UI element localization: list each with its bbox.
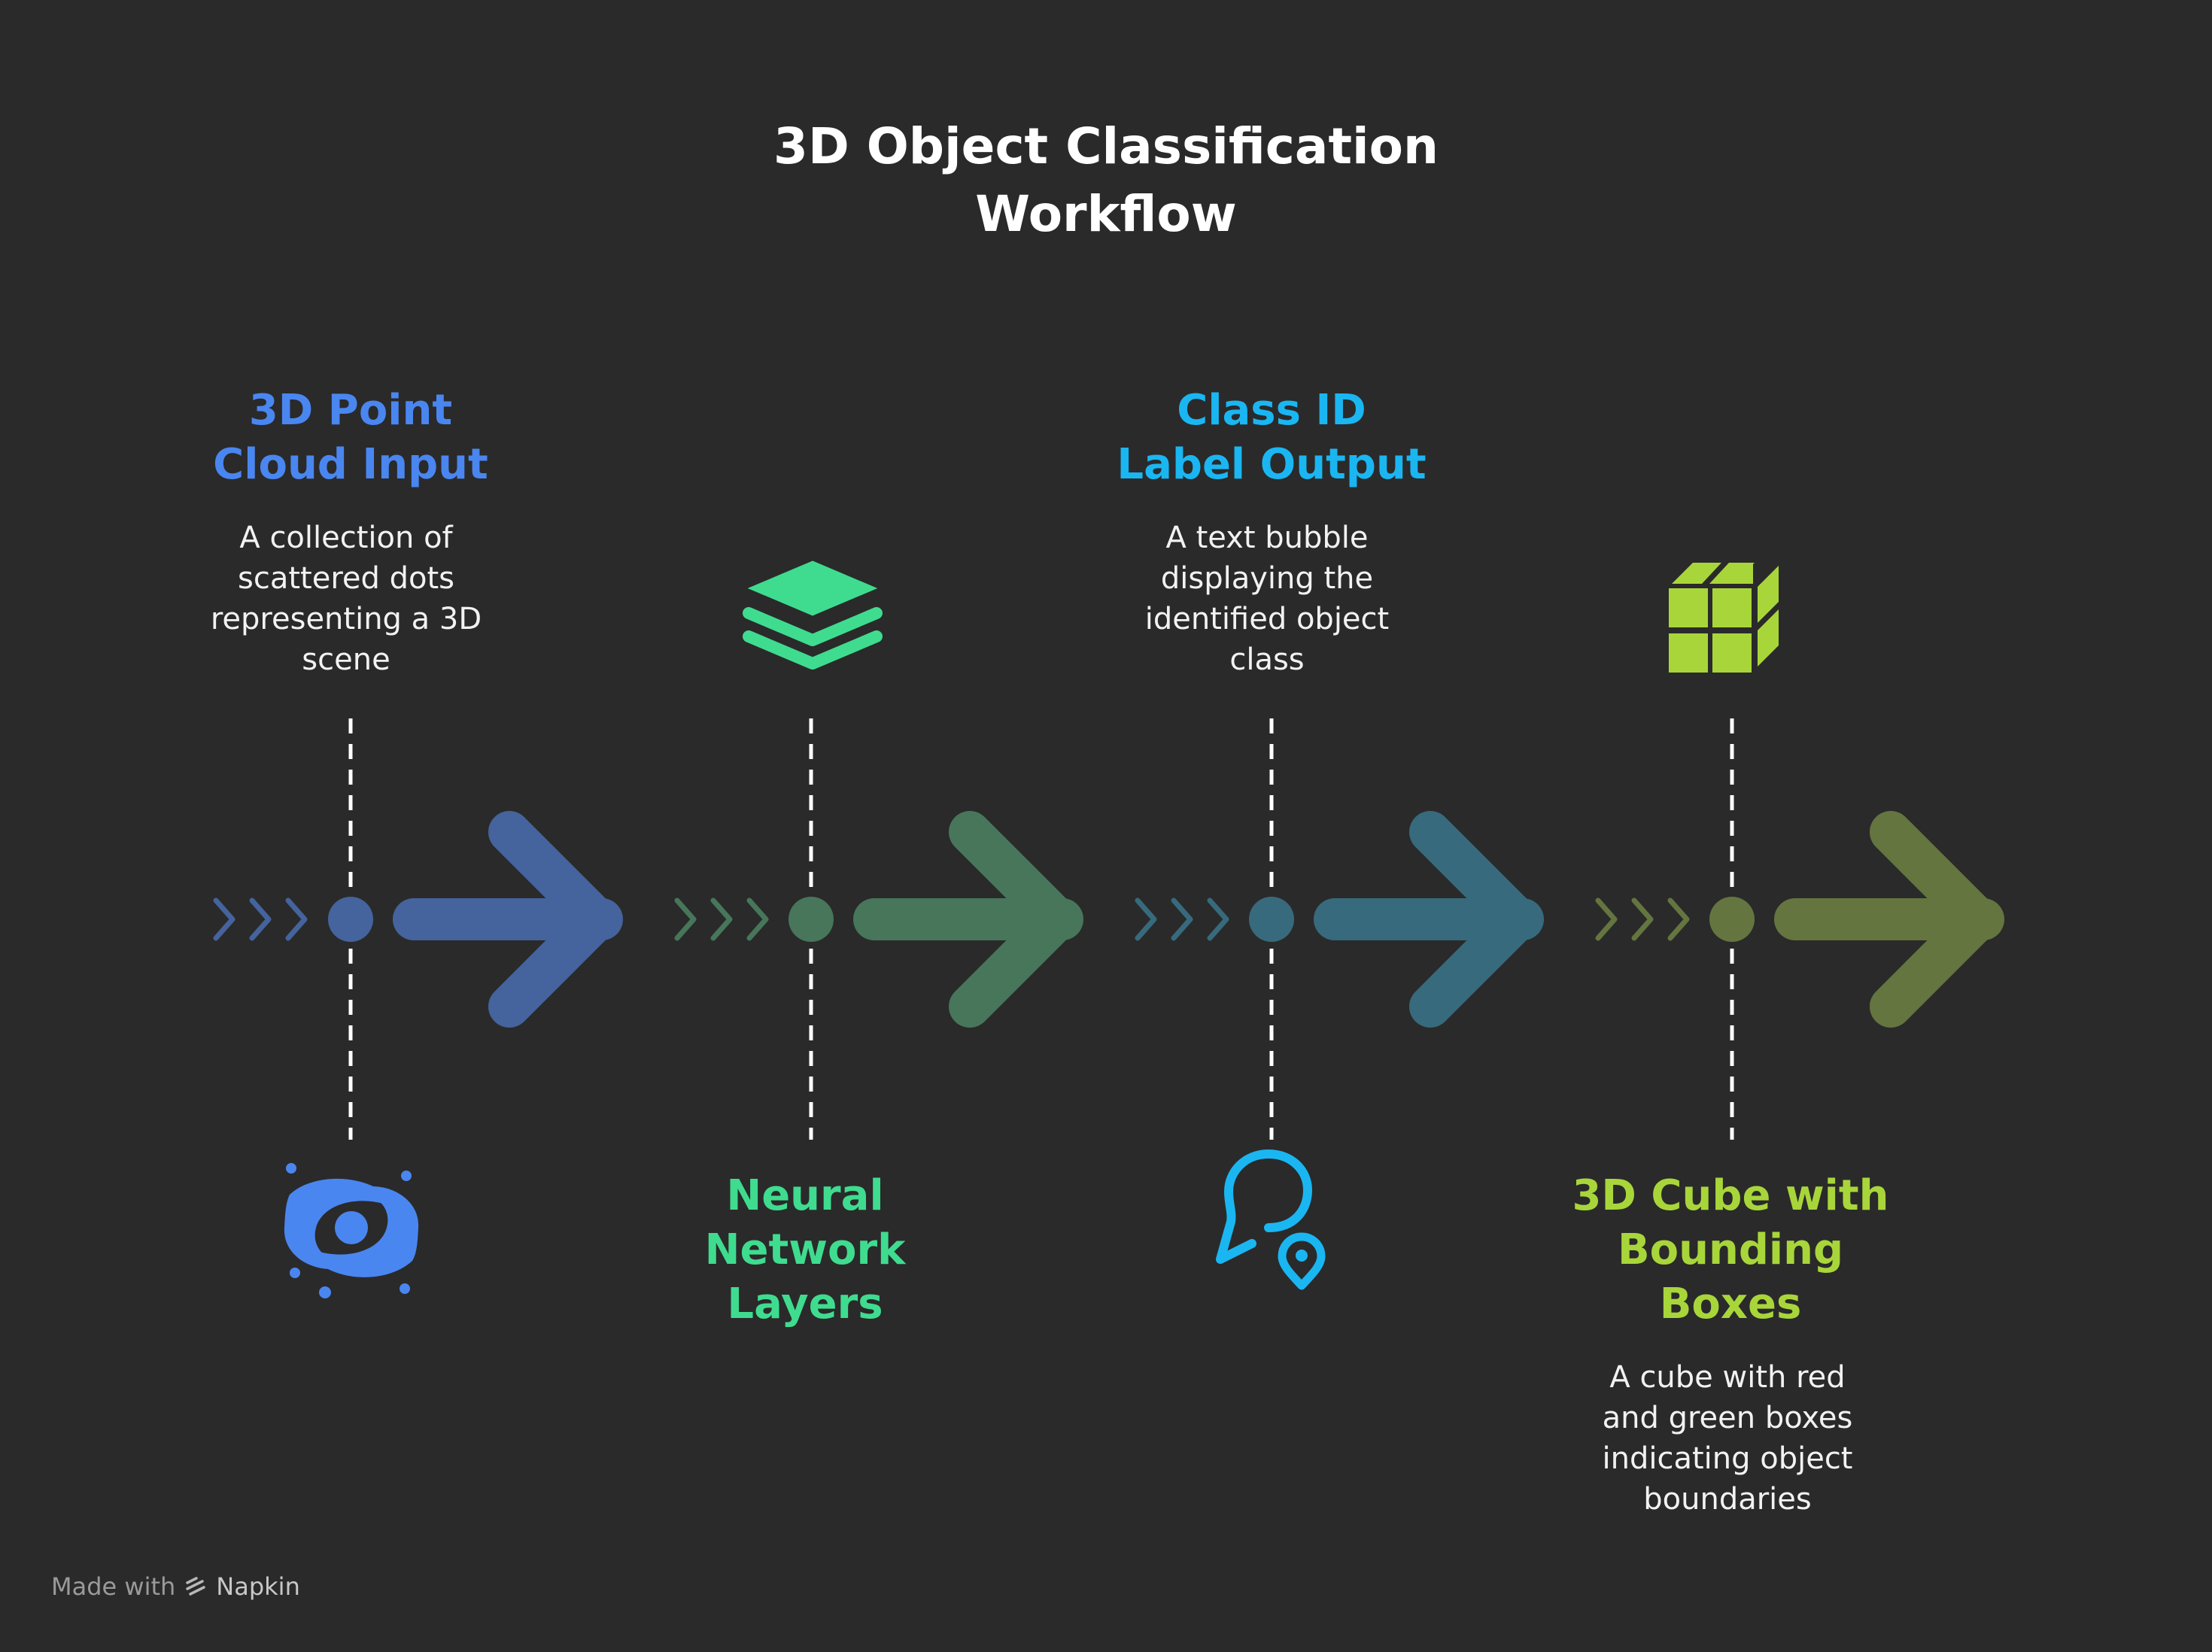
step-3-title-line: Class ID xyxy=(1177,386,1366,435)
step-1-description-line: scene xyxy=(302,642,390,677)
step-1-description-line: A collection of xyxy=(239,521,453,555)
galaxy-point-cloud-icon xyxy=(284,1163,419,1298)
cube-grid-icon xyxy=(1669,563,1779,673)
step-3-connector xyxy=(1135,718,1544,1140)
footer-brand: Napkin xyxy=(216,1572,300,1601)
step-4-description: A cube with red and green boxes indicati… xyxy=(1539,1357,1916,1520)
step-4-description-line: A cube with red xyxy=(1609,1360,1846,1395)
step-4-title: 3D Cube with Bounding Boxes xyxy=(1520,1169,1941,1332)
step-1-description-line: scattered dots xyxy=(238,561,454,596)
step-4-title-line: Boxes xyxy=(1659,1280,1802,1329)
diagram-title-line-1: 3D Object Classification xyxy=(773,117,1439,175)
step-3-description-line: A text bubble xyxy=(1165,521,1369,555)
step-2-connector xyxy=(674,718,1083,1140)
diagram-title-line-2: Workflow xyxy=(975,185,1237,243)
step-4-chevrons xyxy=(1595,897,1690,941)
step-3-description-line: identified object xyxy=(1144,602,1390,636)
layers-stack-icon xyxy=(743,560,883,670)
step-1-title: 3D Point Cloud Input xyxy=(140,384,561,492)
step-4-arrow xyxy=(1774,811,2004,1028)
step-2-title-line: Network xyxy=(704,1225,906,1274)
step-2-arrow xyxy=(853,811,1083,1028)
footer-prefix: Made with xyxy=(51,1572,176,1601)
step-4-description-line: boundaries xyxy=(1643,1482,1812,1517)
step-4-connector xyxy=(1595,718,2004,1140)
napkin-logo-icon xyxy=(186,1577,206,1596)
step-4-title-line: 3D Cube with xyxy=(1572,1171,1889,1220)
step-3-node xyxy=(1249,897,1294,942)
step-1-chevrons xyxy=(213,897,308,941)
step-4-title-line: Bounding xyxy=(1617,1225,1844,1274)
step-4-node xyxy=(1709,897,1755,942)
chat-bubble-location-icon xyxy=(1216,1149,1326,1290)
step-2-title-line: Layers xyxy=(727,1280,883,1329)
step-2-node xyxy=(788,897,834,942)
step-1-node xyxy=(328,897,373,942)
step-4-description-line: and green boxes xyxy=(1602,1401,1853,1435)
diagram-title: 3D Object Classification Workflow xyxy=(655,113,1557,248)
step-3-title: Class ID Label Output xyxy=(1061,384,1482,492)
made-with-napkin-footer[interactable]: Made with Napkin xyxy=(51,1572,300,1601)
step-2-title: Neural Network Layers xyxy=(594,1169,1016,1332)
step-1-description-line: representing a 3D xyxy=(210,602,482,636)
step-4-description-line: indicating object xyxy=(1602,1441,1853,1476)
step-1-arrow xyxy=(393,811,623,1028)
step-1-description: A collection of scattered dots represent… xyxy=(158,518,534,680)
step-1-connector xyxy=(213,718,623,1140)
step-3-description-line: class xyxy=(1229,642,1305,677)
step-3-title-line: Label Output xyxy=(1117,440,1427,489)
step-1-title-line: 3D Point xyxy=(248,386,453,435)
step-3-arrow xyxy=(1314,811,1544,1028)
step-1-title-line: Cloud Input xyxy=(213,440,488,489)
step-3-description: A text bubble displaying the identified … xyxy=(1079,518,1455,680)
step-2-chevrons xyxy=(674,897,769,941)
step-2-title-line: Neural xyxy=(726,1171,884,1220)
step-3-chevrons xyxy=(1135,897,1229,941)
step-3-description-line: displaying the xyxy=(1160,561,1374,596)
